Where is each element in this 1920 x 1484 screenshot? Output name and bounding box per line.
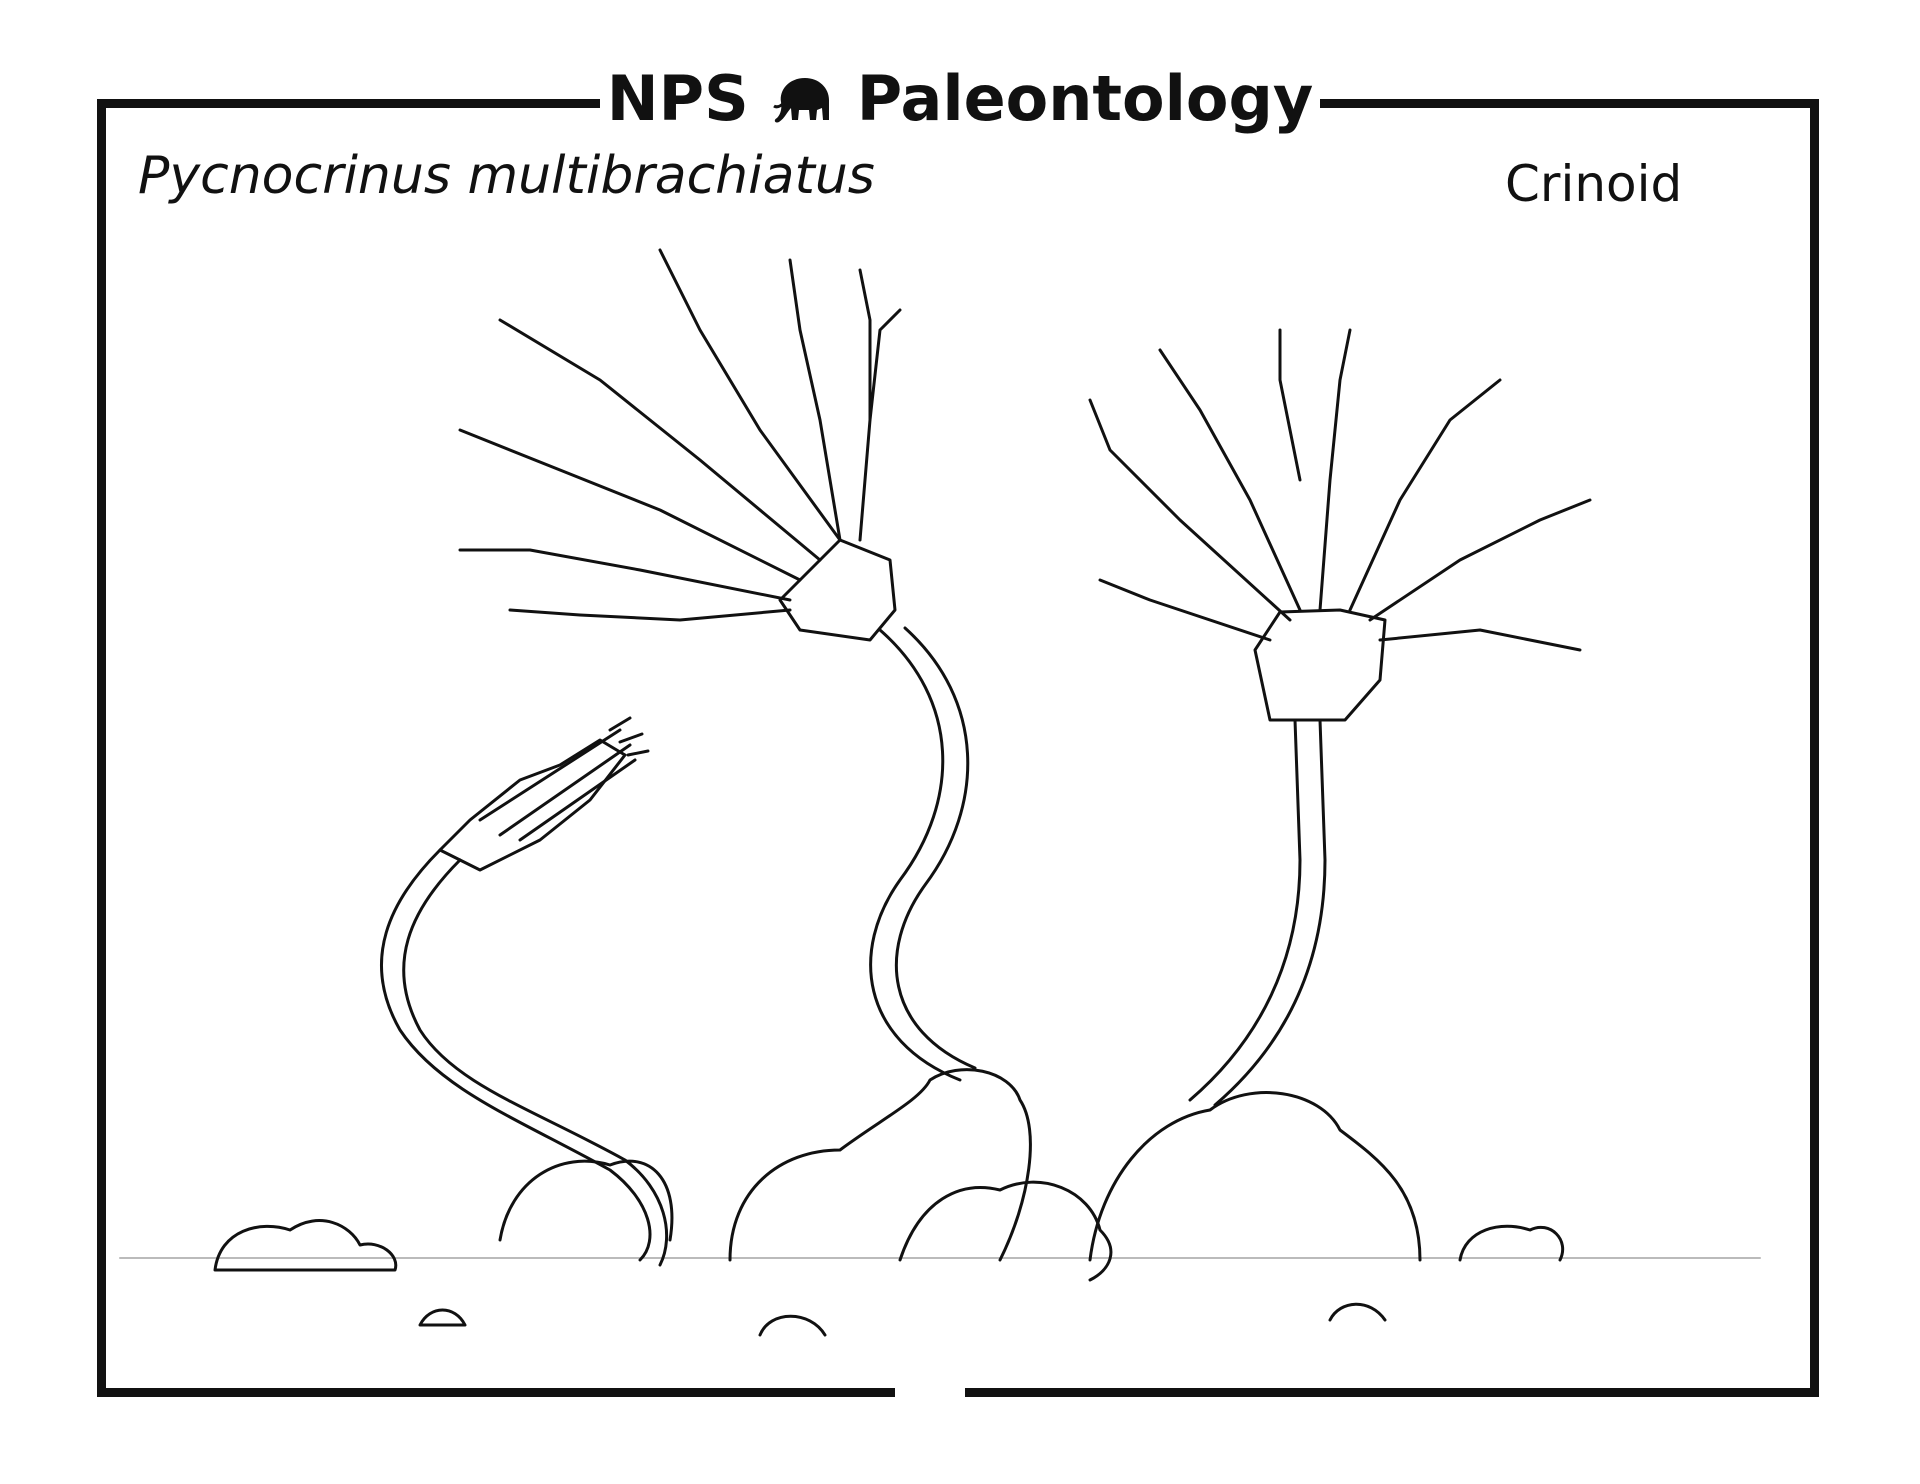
crinoid-tall	[458, 248, 977, 1082]
seafloor-rocks	[213, 1068, 1565, 1337]
species-name: Pycnocrinus multibrachiatus	[138, 146, 875, 206]
page-header: NPS Paleontology	[600, 54, 1320, 144]
common-name: Crinoid	[1505, 155, 1683, 213]
crinoid-right	[1088, 328, 1592, 1107]
header-nps: NPS	[606, 62, 749, 135]
mammoth-icon	[772, 78, 829, 123]
border-notch	[895, 1388, 965, 1414]
header-paleontology: Paleontology	[856, 62, 1314, 135]
crinoid-small	[379, 716, 668, 1267]
